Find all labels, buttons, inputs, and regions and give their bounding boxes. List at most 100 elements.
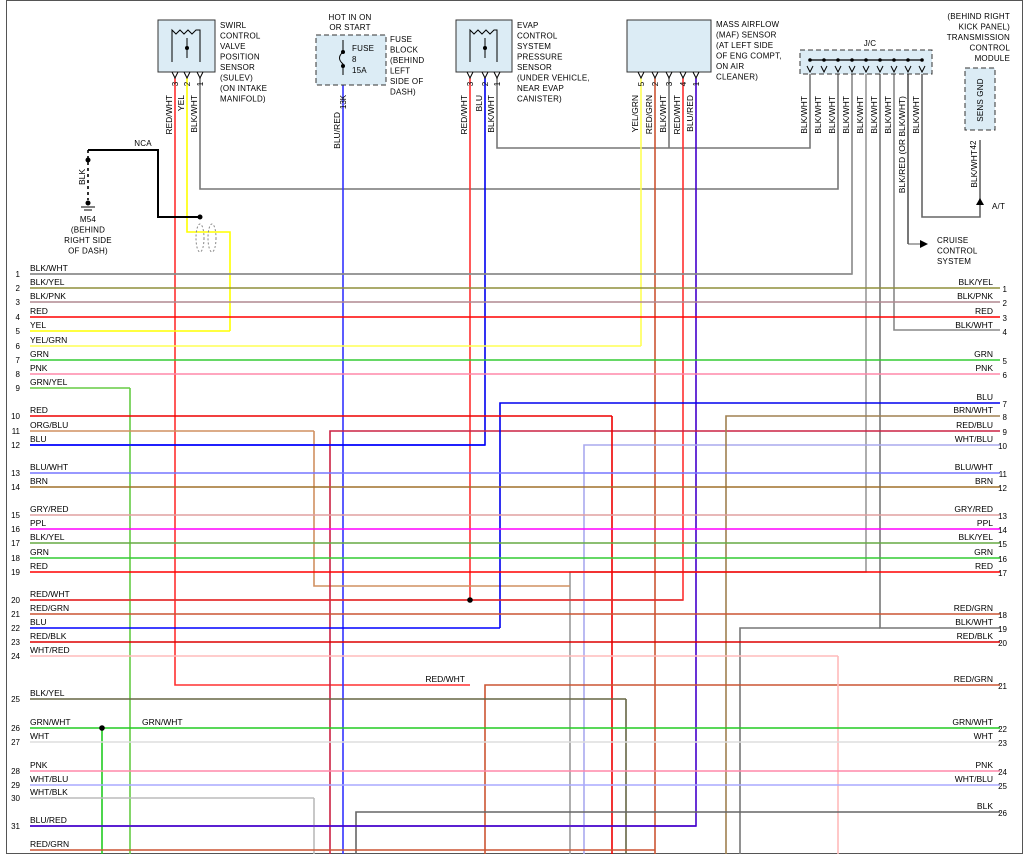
right-row-label: RED — [975, 561, 993, 571]
left-row-label: RED/GRN — [30, 839, 69, 849]
left-row-label: PPL — [30, 518, 46, 528]
right-row-number: 15 — [998, 540, 1007, 549]
left-row-number: 4 — [16, 313, 21, 322]
evap-label: EVAP — [517, 21, 539, 30]
splice-grn-wht — [99, 725, 105, 731]
jc-wire: BLK/WHT — [883, 96, 893, 134]
wire-blu-route — [499, 402, 1000, 628]
jc-wire: BLK/WHT — [869, 96, 879, 134]
left-row-number: 20 — [11, 596, 20, 605]
right-row-label: BLK — [977, 801, 993, 811]
wire-red-blu-route — [329, 430, 1000, 854]
maf-wire: RED/WHT — [672, 95, 682, 135]
tcm-label: MODULE — [975, 54, 1010, 63]
nca-label: NCA — [134, 139, 152, 148]
evap-wire: RED/WHT — [459, 95, 469, 135]
left-row-number: 22 — [11, 624, 20, 633]
evap-pressure-sensor — [455, 19, 513, 80]
jc-wire: BLK/WHT — [855, 96, 865, 134]
left-row-number: 24 — [11, 652, 20, 661]
left-row-label: YEL — [30, 320, 46, 330]
right-row-label: GRY/RED — [954, 504, 993, 514]
evap-pin: 1 — [493, 81, 502, 86]
fuse-block-label: SIDE OF — [390, 77, 423, 86]
jc-wire: BLK/RED (OR BLK/WHT) — [897, 96, 907, 193]
right-row-label: WHT/BLU — [955, 774, 993, 784]
hot-in-on-label: OR START — [329, 23, 370, 32]
swirl-label: (SULEV) — [220, 74, 253, 83]
cruise-label: CRUISE — [937, 236, 968, 245]
left-row-number: 28 — [11, 767, 20, 776]
right-row-label: BRN — [975, 476, 993, 486]
fuse-pin: 13K — [339, 94, 348, 109]
wire-org-blu-route — [313, 431, 570, 587]
jc-wire: BLK/WHT — [813, 96, 823, 134]
swirl-valve-sensor — [157, 19, 216, 80]
right-row-number: 17 — [998, 569, 1007, 578]
wire-wht-blu-route — [583, 444, 1000, 854]
maf-pin: 3 — [665, 81, 674, 86]
routing-wires — [30, 72, 1000, 854]
left-row-label: BLK/PNK — [30, 291, 66, 301]
right-row-label: BLK/YEL — [959, 277, 994, 287]
wire-ground-nca — [88, 149, 200, 218]
jc-label: J/C — [864, 39, 877, 48]
jc-wire: BLK/WHT — [827, 96, 837, 134]
left-row-label: GRN/WHT — [30, 717, 71, 727]
left-row-label: ORG/BLU — [30, 420, 68, 430]
fuse-8-label: FUSE — [352, 44, 374, 53]
swirl-label: CONTROL — [220, 32, 261, 41]
left-row-label: BLK/YEL — [30, 277, 65, 287]
right-row-number: 8 — [1003, 413, 1008, 422]
left-row-number: 1 — [16, 270, 21, 279]
right-row-label: GRN/WHT — [952, 717, 993, 727]
evap-pin: 2 — [481, 81, 490, 86]
right-row-label: PNK — [976, 760, 994, 770]
left-row-number: 29 — [11, 781, 20, 790]
tcm-wire: BLK/WHT — [969, 150, 979, 188]
evap-wire: BLU — [474, 95, 484, 112]
tcm-label: (BEHIND RIGHT — [947, 12, 1010, 21]
evap-label: NEAR EVAP — [517, 84, 564, 93]
fuse-block — [315, 34, 387, 86]
swirl-label: (ON INTAKE — [220, 84, 267, 93]
right-row-number: 20 — [998, 639, 1007, 648]
left-row-label: BLU/RED — [30, 815, 67, 825]
swirl-label: SWIRL — [220, 21, 247, 30]
right-row-label: BRN/WHT — [953, 405, 993, 415]
maf-label: OF ENG COMPT, — [716, 52, 782, 61]
at-arrow-icon — [976, 198, 984, 205]
right-row-label: RED/GRN — [954, 603, 993, 613]
maf-wire: BLK/WHT — [658, 95, 668, 133]
swirl-label: POSITION — [220, 53, 260, 62]
wire-red-grn-21 — [484, 684, 1000, 854]
right-row-number: 16 — [998, 555, 1007, 564]
left-row-number: 19 — [11, 568, 20, 577]
left-row-label: RED — [30, 306, 48, 316]
fuse-block-label: LEFT — [390, 67, 410, 76]
left-row-number: 8 — [16, 370, 21, 379]
right-row-label: RED/GRN — [954, 674, 993, 684]
right-row-number: 21 — [998, 682, 1007, 691]
right-row-number: 12 — [998, 484, 1007, 493]
left-row-label: BRN — [30, 476, 48, 486]
maf-label: (AT LEFT SIDE — [716, 41, 773, 50]
right-row-label: RED/BLK — [957, 631, 994, 641]
evap-label: CANISTER) — [517, 95, 562, 104]
ground-wire: BLK — [77, 169, 87, 185]
left-row-number: 9 — [16, 384, 21, 393]
right-row-label: WHT/BLU — [955, 434, 993, 444]
left-row-label: RED — [30, 561, 48, 571]
left-row-number: 18 — [11, 554, 20, 563]
evap-label: SYSTEM — [517, 42, 551, 51]
left-row-number: 16 — [11, 525, 20, 534]
left-row-number: 27 — [11, 738, 20, 747]
wire-jc-tcm — [921, 72, 981, 218]
evap-label: CONTROL — [517, 32, 558, 41]
right-row-label: RED — [975, 306, 993, 316]
swirl-label: SENSOR — [220, 63, 255, 72]
tcm-label: KICK PANEL) — [959, 23, 1011, 32]
tcm-pin-label: 42 — [969, 140, 978, 149]
wire-blk-26 — [355, 811, 1000, 854]
